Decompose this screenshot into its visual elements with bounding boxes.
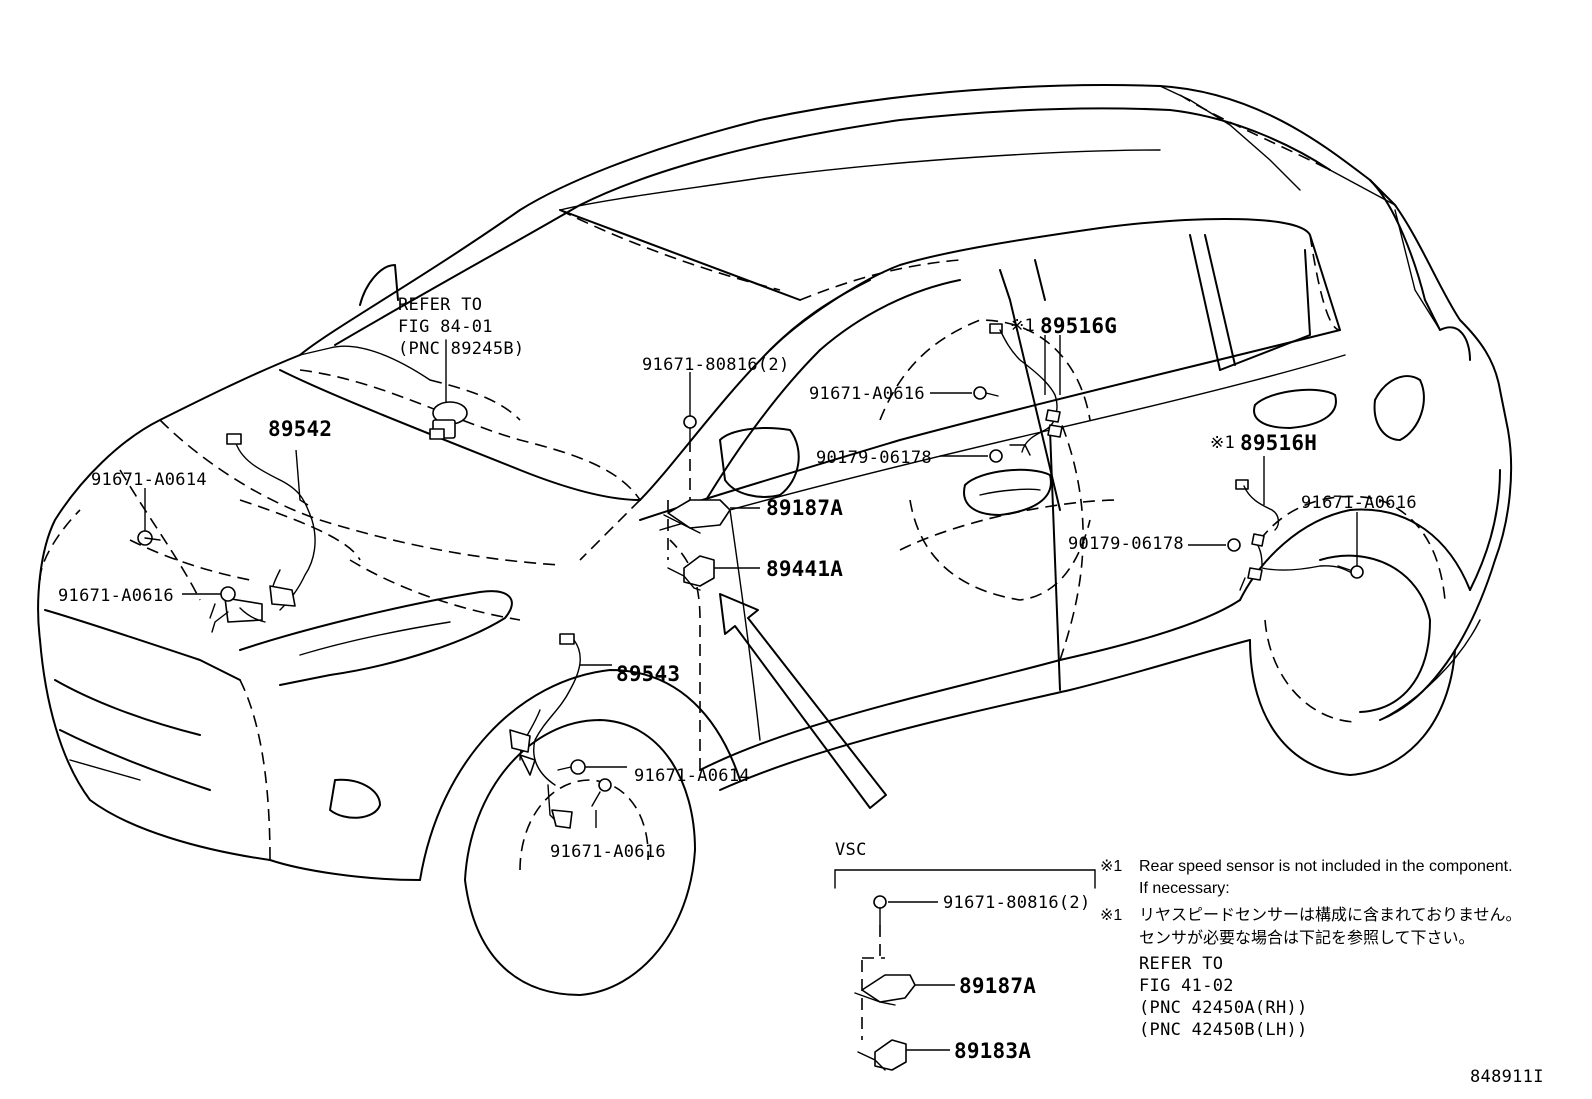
label-91671-a0616-rear-top: 91671-A0616: [809, 384, 925, 404]
vsc-label-91671-80816: 91671-80816(2): [943, 893, 1091, 913]
note-en-line2: If necessary:: [1139, 880, 1230, 897]
note-jp-line1: リヤスピードセンサーは構成に含まれておりません。: [1139, 906, 1522, 924]
vsc-title: VSC: [835, 840, 867, 860]
bolt-91671-a0616-front: [591, 778, 612, 828]
refer-top-line2: FIG 84-01: [398, 317, 493, 337]
figure-id: 848911I: [1470, 1067, 1544, 1087]
label-91671-a0614-front: 91671-A0614: [634, 766, 750, 786]
note-en-line1: Rear speed sensor is not included in the…: [1139, 858, 1513, 875]
label-91671-a0616-left: 91671-A0616: [58, 586, 174, 606]
actuator-89441a: [667, 555, 760, 591]
label-90179-06178-top: 90179-06178: [816, 448, 932, 468]
arrow-indicator: [719, 593, 887, 809]
car-body: [37, 84, 1513, 996]
rear-speed-sensor-upper: [989, 323, 1063, 456]
front-speed-sensor-left: [211, 433, 316, 633]
bolt-91671-a0614-front: [557, 759, 627, 775]
note-refer-line1: REFER TO: [1139, 954, 1223, 974]
label-89441a: 89441A: [766, 557, 843, 581]
bolt-91671-80816-center: [683, 372, 697, 500]
note-mark-1: ※1: [1100, 858, 1122, 875]
nut-90179-06178-right: [1188, 538, 1241, 552]
rear-speed-sensor-lower: [1235, 456, 1351, 591]
label-89187a: 89187A: [766, 496, 843, 520]
bolt-91671-a0614-left: [137, 488, 161, 546]
vsc-label-89183a: 89183A: [954, 1039, 1031, 1063]
label-91671-a0614-left: 91671-A0614: [91, 470, 207, 490]
label-91671-a0616-rear-right: 91671-A0616: [1301, 493, 1417, 513]
refer-top-line3: (PNC 89245B): [398, 339, 524, 359]
refer-top-line1: REFER TO: [398, 295, 482, 315]
note-mark-2: ※1: [1100, 907, 1122, 924]
bracket-89187a: [663, 499, 760, 560]
vsc-inset: [834, 869, 1096, 1071]
bolt-91671-a0616-rear-top: [930, 386, 999, 400]
label-91671-a0616-front: 91671-A0616: [550, 842, 666, 862]
labels: REFER TO FIG 84-01 (PNC 89245B) 91671-80…: [58, 295, 1544, 1087]
note-refer-line4: (PNC 42450B(LH)): [1139, 1020, 1308, 1040]
label-89543: 89543: [616, 662, 680, 686]
vsc-label-89187a: 89187A: [959, 974, 1036, 998]
bolt-91671-a0616-rear-right: [1337, 512, 1364, 579]
hidden-lines: [39, 94, 1446, 861]
note-jp-line2: センサが必要な場合は下記を参照して下さい。: [1139, 929, 1475, 947]
label-89516h: 89516H: [1240, 431, 1317, 455]
note-refer-line2: FIG 41-02: [1139, 976, 1234, 996]
yaw-rate-sensor: [429, 339, 468, 440]
bolt-91671-a0616-left: [182, 586, 236, 619]
label-91671-80816: 91671-80816(2): [642, 355, 790, 375]
mark-89516g: ※1: [1010, 316, 1035, 336]
mark-89516h: ※1: [1210, 433, 1235, 453]
label-90179-06178-right: 90179-06178: [1068, 534, 1184, 554]
label-89516g: 89516G: [1040, 314, 1117, 338]
nut-90179-06178-top: [940, 449, 1003, 463]
label-89542: 89542: [268, 417, 332, 441]
note-refer-line3: (PNC 42450A(RH)): [1139, 998, 1308, 1018]
front-speed-sensor-right: [509, 633, 612, 829]
